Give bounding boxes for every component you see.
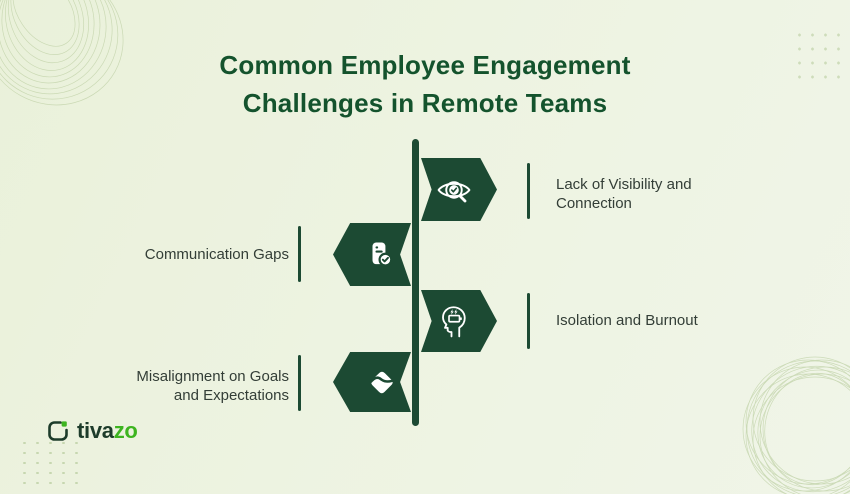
item-label-lack-of-visibility: Lack of Visibility and Connection [556,175,761,213]
item-label-misalignment: Misalignment on Goals and Expectations [84,367,289,405]
flag-misalignment [333,352,411,412]
separator-line-2 [298,226,301,282]
flag-lack-of-visibility [421,158,497,221]
tivazo-logo: tivazo [46,418,138,444]
item-label-line: Misalignment on Goals [136,368,289,385]
tivazo-wordmark-accent: zo [113,418,138,443]
item-label-isolation-burnout: Isolation and Burnout [556,311,761,330]
dot-grid-bottom-left [18,438,84,484]
tivazo-wordmark-primary: tiva [77,418,114,443]
tivazo-logo-icon [48,421,68,441]
item-label-line: Lack of Visibility and [556,176,692,193]
item-label-line: Communication Gaps [144,246,289,263]
item-label-line: Isolation and Burnout [556,312,698,329]
torus-line-decoration [742,356,850,494]
flag-isolation-burnout [421,290,497,352]
page-title-line-2: Challenges in Remote Teams [242,88,608,118]
item-label-line: and Expectations [173,387,289,404]
item-label-communication-gaps: Communication Gaps [84,245,289,264]
timeline-spine [412,139,419,426]
separator-line-4 [298,355,301,411]
tivazo-wordmark: tivazo [77,418,138,444]
page-title-line-1: Common Employee Engagement [219,50,631,80]
handshake-icon [369,371,394,394]
burnout-head-icon [442,306,466,338]
separator-line-3 [527,293,530,349]
eye-magnifier-icon [437,180,471,202]
page-title: Common Employee Engagement Challenges in… [0,46,850,122]
document-check-icon [372,242,393,266]
item-label-line: Connection [556,195,632,212]
flag-communication-gaps [333,223,411,286]
separator-line-1 [527,163,530,219]
